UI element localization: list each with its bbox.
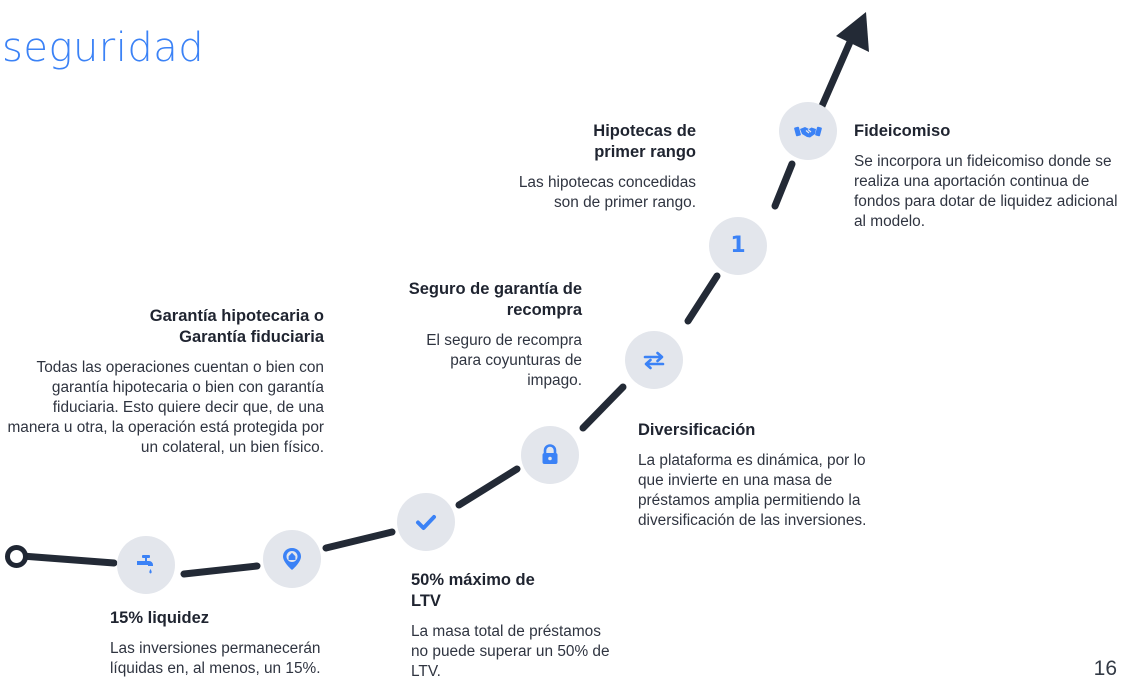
path-segment <box>579 383 627 432</box>
location-home-icon <box>283 548 301 570</box>
slide-title: seguridad <box>2 25 205 71</box>
step-description: La masa total de préstamos no puede supe… <box>411 623 610 680</box>
step-ltv: 50% máximo de LTV La masa total de prést… <box>411 570 616 682</box>
step-title: 15% liquidez <box>110 609 210 627</box>
path-start-ring <box>5 545 28 568</box>
step-title: Garantía hipotecaria o Garantía fiduciar… <box>149 307 324 346</box>
handshake-icon <box>794 126 822 138</box>
path-segment <box>818 38 854 110</box>
step-liquidity: 15% liquidez Las inversiones permanecerá… <box>110 608 370 679</box>
step-insurance: Seguro de garantía de recompra El seguro… <box>380 279 582 391</box>
step-title: Hipotecas de primer rango <box>593 122 696 161</box>
step-description: El seguro de recompra para coyunturas de… <box>426 332 582 389</box>
number-one-icon: 1 <box>730 233 746 258</box>
exchange-arrows-icon <box>643 351 665 370</box>
node-insurance <box>521 426 579 484</box>
lock-icon <box>542 444 558 464</box>
node-ltv <box>397 493 455 551</box>
path-segment <box>684 272 721 325</box>
node-guarantee <box>263 530 321 588</box>
path-segment <box>180 562 261 578</box>
arrowhead-icon <box>836 12 869 52</box>
checkmark-icon <box>416 515 436 530</box>
step-title: 50% máximo de LTV <box>411 571 535 610</box>
step-trust: Fideicomiso Se incorpora un fideicomiso … <box>854 121 1129 232</box>
step-description: Las hipotecas concedidas son de primer r… <box>518 174 696 211</box>
node-first-rank: 1 <box>709 217 767 275</box>
step-title: Fideicomiso <box>854 122 951 140</box>
path-segment <box>455 465 521 509</box>
step-guarantee: Garantía hipotecaria o Garantía fiduciar… <box>4 306 324 458</box>
faucet-icon <box>137 555 153 574</box>
step-description: La plataforma es dinámica, por lo que in… <box>638 452 867 529</box>
step-description: Todas las operaciones cuentan o bien con… <box>7 359 324 456</box>
page-number: 16 <box>1093 657 1117 680</box>
step-title: Diversificación <box>638 421 756 439</box>
node-trust <box>779 102 837 160</box>
path-segment <box>18 552 118 567</box>
node-diversification <box>625 331 683 389</box>
step-title: Seguro de garantía de recompra <box>408 280 582 319</box>
step-description: Se incorpora un fideicomiso donde se rea… <box>854 153 1118 230</box>
path-segment <box>771 160 796 210</box>
step-description: Las inversiones permanecerán líquidas en… <box>110 640 321 677</box>
node-liquidity <box>117 536 175 594</box>
path-segment <box>322 528 396 552</box>
step-diversification: Diversificación La plataforma es dinámic… <box>638 420 890 531</box>
step-first-rank: Hipotecas de primer rango Las hipotecas … <box>470 121 696 213</box>
